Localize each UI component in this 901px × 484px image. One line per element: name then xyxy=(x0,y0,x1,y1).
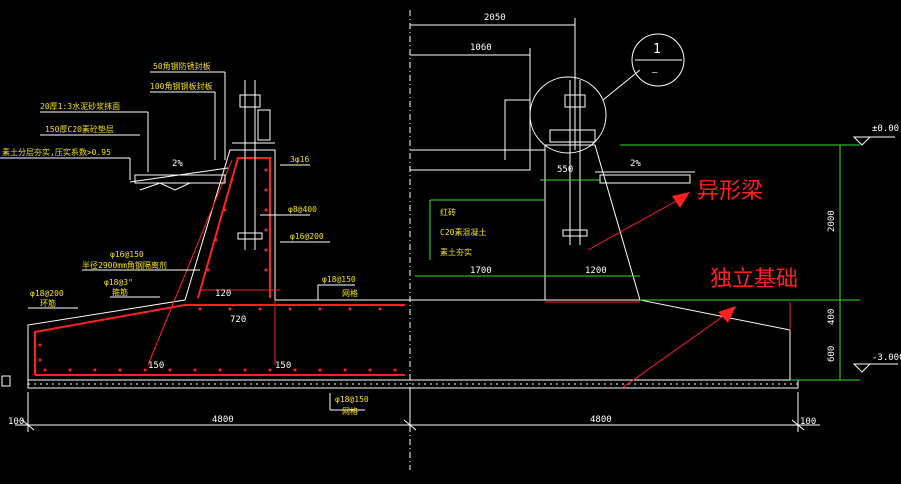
dim-1060: 1060 xyxy=(470,43,492,53)
label-c20: C20素混凝土 xyxy=(440,227,486,237)
dim-150-a: 150 xyxy=(148,361,164,371)
detail-circle xyxy=(529,76,607,154)
dim-550: 550 xyxy=(557,165,573,175)
anchor-bolt-left xyxy=(232,80,275,250)
pedestal-rebar xyxy=(197,157,271,299)
dim-100-right: 100 xyxy=(800,417,816,427)
detail-sheet: — xyxy=(652,68,658,78)
rebar-note-mesh-bottom: 网格 xyxy=(342,406,358,416)
level-bottom: -3.000 xyxy=(872,353,901,363)
rebar-note-stirrup: 箍筋 xyxy=(112,287,128,297)
anchor-bolt-right xyxy=(549,80,596,245)
rebar-note-radius: 半径2900mm角钢隔离剂 xyxy=(82,260,167,270)
dim-4800-right: 4800 xyxy=(590,415,612,425)
label-left-3: 20厚1:3水泥砂浆抹面 xyxy=(40,101,120,111)
leader-lines-left xyxy=(0,71,365,411)
pavement-right xyxy=(599,174,691,184)
rebar-dots xyxy=(38,168,397,372)
rebar-phi18-200: φ18@200 xyxy=(30,289,64,298)
level-marker-bottom xyxy=(852,363,872,373)
bottom-dimensions xyxy=(15,392,820,432)
callout-arrow-beam xyxy=(587,192,690,251)
rebar-phi18-150-top: φ18@150 xyxy=(322,275,356,284)
dim-100-left: 100 xyxy=(8,417,24,427)
detail-leader xyxy=(602,69,641,101)
top-dimensions xyxy=(410,18,576,150)
dim-400: 400 xyxy=(827,309,837,325)
dim-120: 120 xyxy=(215,289,231,299)
callout-arrow-footing xyxy=(621,306,736,389)
dim-150-b: 150 xyxy=(275,361,291,371)
rebar-note-ring: 环筋 xyxy=(40,298,56,308)
rebar-note-mesh-top: 网格 xyxy=(342,288,358,298)
label-left-2: 100角钢钢板封板 xyxy=(150,81,212,91)
left-edge-marker xyxy=(1,375,11,387)
label-left-1: 50角钢防锈封板 xyxy=(153,61,211,71)
dim-600: 600 xyxy=(827,346,837,362)
pavement-left xyxy=(134,174,226,184)
rebar-phi8: φ8@400 xyxy=(288,205,317,214)
label-left-5: 素土分层夯实,压实系数>0.95 xyxy=(2,147,111,157)
rebar-phi16-150: φ16@150 xyxy=(110,250,144,259)
dim-2000: 2000 xyxy=(827,210,837,232)
callout-beam-label: 异形梁 xyxy=(697,179,763,204)
rebar-phi16-200: φ16@200 xyxy=(290,232,324,241)
callout-footing-label: 独立基础 xyxy=(710,267,798,292)
level-marker-top xyxy=(852,136,872,146)
soil-hatch-left xyxy=(139,182,191,191)
rebar-phi18-150-bottom: φ18@150 xyxy=(335,395,369,404)
slope-right: 2% xyxy=(630,159,641,169)
dim-1200: 1200 xyxy=(585,266,607,276)
detail-marker-circle xyxy=(631,33,685,87)
left-base-rebar xyxy=(34,304,186,375)
green-lines xyxy=(415,144,860,381)
label-brick: 红砖 xyxy=(440,207,456,217)
dim-2050: 2050 xyxy=(484,13,506,23)
dim-4800-left: 4800 xyxy=(212,415,234,425)
rebar-phi18-3: φ18@3" xyxy=(104,278,133,287)
label-soil: 素土夯实 xyxy=(440,247,472,257)
slope-left: 2% xyxy=(172,159,183,169)
diagonal-rebar xyxy=(147,159,233,366)
level-top: ±0.00 xyxy=(872,124,899,134)
rebar-3phi16: 3φ16 xyxy=(290,155,309,164)
label-left-4: 150厚C20素砼垫层 xyxy=(45,124,114,134)
brick-wall-outline xyxy=(410,99,531,171)
detail-number: 1 xyxy=(653,42,661,57)
dim-720: 720 xyxy=(230,315,246,325)
dim-1700: 1700 xyxy=(470,266,492,276)
